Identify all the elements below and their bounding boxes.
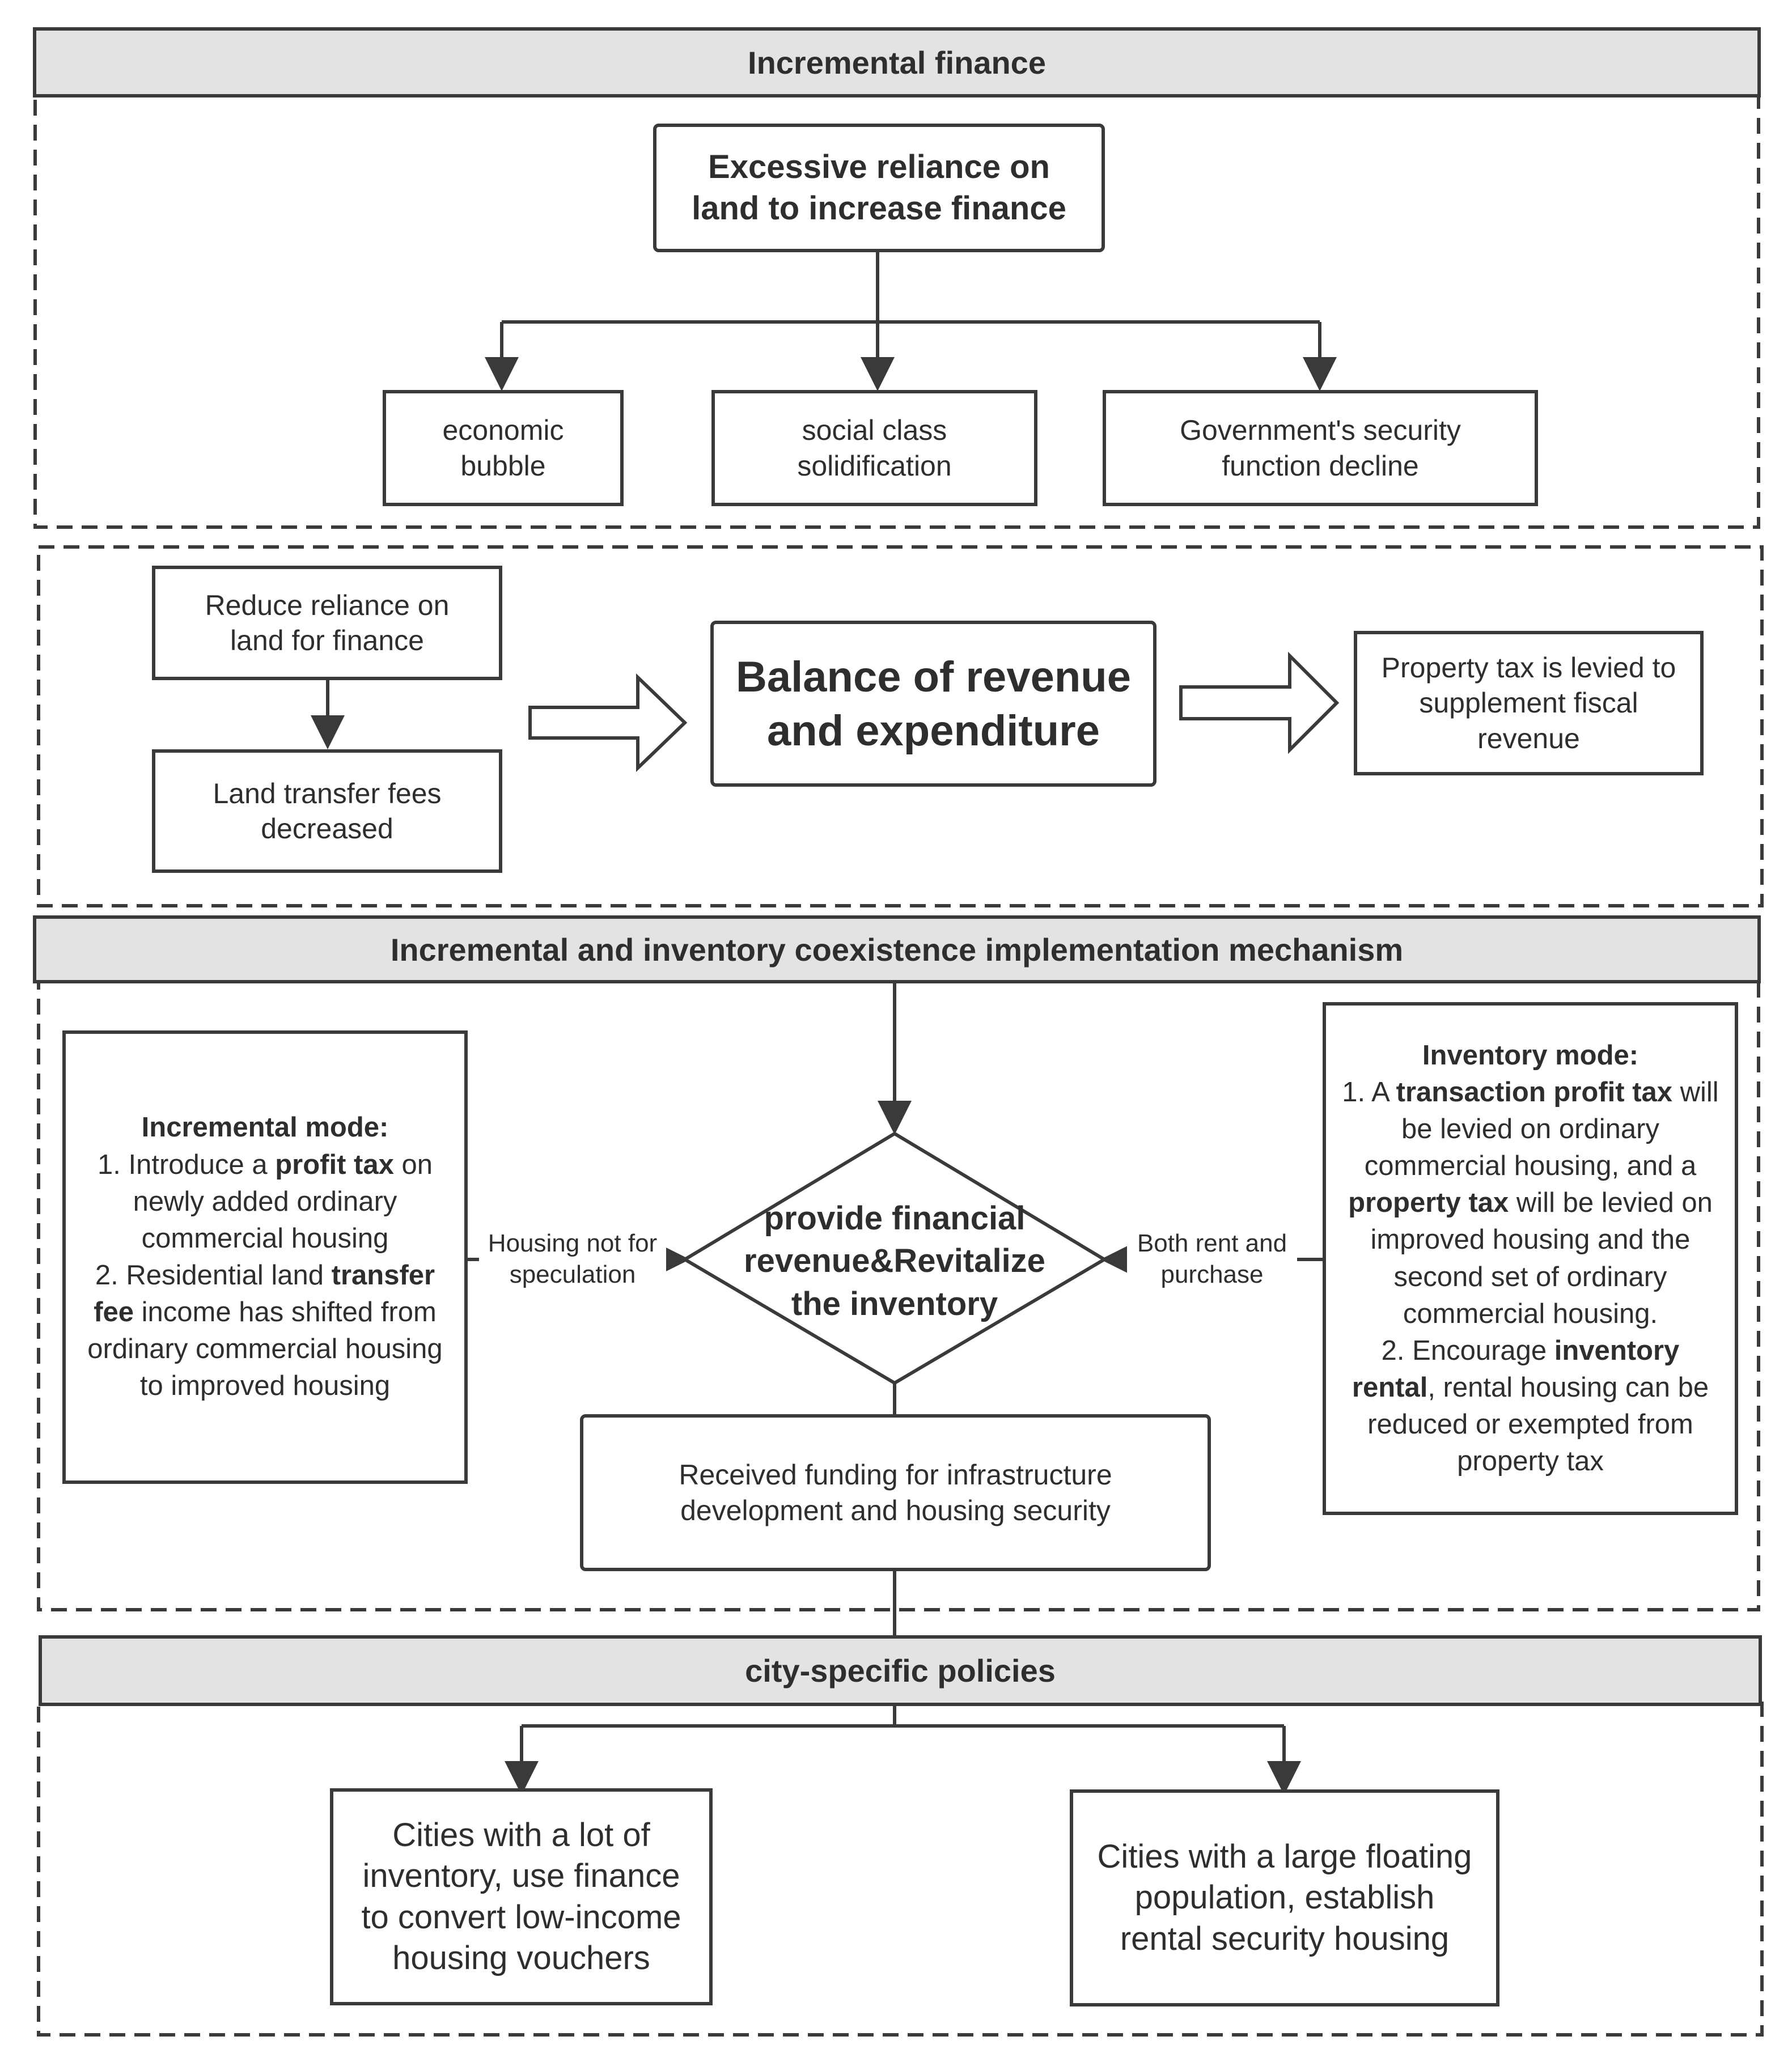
- diamond-label: provide financial revenue&Revitalize the…: [744, 1200, 1045, 1322]
- incremental-mode-item-1: 1. Introduce a profit tax on newly added…: [82, 1147, 448, 1257]
- city-inventory-node: Cities with a lot of inventory, use fina…: [330, 1788, 713, 2005]
- incremental-mode-title: Incremental mode:: [141, 1112, 389, 1143]
- section-title: Incremental finance: [748, 44, 1046, 80]
- text-run: on newly added ordinary commercial housi…: [133, 1149, 433, 1254]
- text-run: 2. Encourage: [1381, 1335, 1554, 1366]
- text-run-bold: transfer fee: [94, 1260, 435, 1328]
- funding-node: Received funding for infrastructure deve…: [580, 1414, 1211, 1571]
- decision-diamond: [681, 1131, 1108, 1385]
- effect-label: social class solidification: [797, 414, 952, 482]
- section-city-policies: city-specific policies: [39, 1635, 1762, 1706]
- effect-node-bubble: economic bubble: [383, 390, 624, 506]
- text-run: income has shifted from ordinary commerc…: [87, 1297, 443, 1402]
- reduce-reliance-node: Reduce reliance on land for finance: [152, 566, 502, 680]
- root-node: Excessive reliance on land to increase f…: [653, 124, 1105, 252]
- text-run: 2. Residential land: [95, 1260, 332, 1291]
- incremental-mode-box: Incremental mode: 1. Introduce a profit …: [62, 1030, 468, 1484]
- dashed-frame-cities: [37, 1702, 1764, 2037]
- section-title: Incremental and inventory coexistence im…: [390, 931, 1404, 968]
- hollow-arrow-left: [528, 673, 688, 773]
- balance-node: Balance of revenue and expenditure: [710, 621, 1156, 787]
- text-run: , rental housing can be reduced or exemp…: [1367, 1372, 1709, 1477]
- incremental-mode-item-2: 2. Residential land transfer fee income …: [82, 1257, 448, 1405]
- effect-label: Government's security function decline: [1180, 414, 1461, 482]
- text-run: will be levied on improved housing and t…: [1370, 1187, 1713, 1329]
- effect-label: economic bubble: [442, 414, 564, 482]
- reduce-reliance-label: Reduce reliance on land for finance: [205, 589, 450, 657]
- land-fees-node: Land transfer fees decreased: [152, 749, 502, 873]
- text-run-bold: profit tax: [275, 1149, 394, 1180]
- section-mechanism: Incremental and inventory coexistence im…: [33, 915, 1761, 983]
- section-title: city-specific policies: [745, 1653, 1056, 1689]
- inventory-mode-box: Inventory mode: 1. A transaction profit …: [1323, 1002, 1738, 1515]
- dashed-frame-balance: [37, 545, 1764, 907]
- left-connector-label: Housing not for speculation: [479, 1228, 666, 1290]
- text-run-bold: inventory rental: [1352, 1335, 1680, 1403]
- city-floating-node: Cities with a large floating population,…: [1070, 1789, 1499, 2006]
- hollow-arrow-right: [1179, 651, 1340, 754]
- text-run: 1. Introduce a: [97, 1149, 276, 1180]
- section-incremental-finance: Incremental finance: [33, 27, 1761, 97]
- city-floating-label: Cities with a large floating population,…: [1097, 1838, 1472, 1957]
- effect-node-security: Government's security function decline: [1103, 390, 1538, 506]
- city-inventory-label: Cities with a lot of inventory, use fina…: [361, 1816, 681, 1977]
- inventory-mode-item-1: 1. A transaction profit tax will be levi…: [1336, 1074, 1725, 1333]
- inventory-mode-item-2: 2. Encourage inventory rental, rental ho…: [1336, 1333, 1725, 1480]
- root-node-label: Excessive reliance on land to increase f…: [692, 149, 1066, 227]
- right-connector-label: Both rent and purchase: [1127, 1228, 1297, 1290]
- effect-node-social: social class solidification: [711, 390, 1037, 506]
- text-run: 1. A: [1342, 1076, 1396, 1108]
- inventory-mode-title: Inventory mode:: [1422, 1040, 1639, 1071]
- text-run-bold: property tax: [1348, 1187, 1509, 1219]
- property-tax-label: Property tax is levied to supplement fis…: [1381, 651, 1676, 754]
- text-run: will be levied on ordinary commercial ho…: [1364, 1076, 1719, 1182]
- property-tax-node: Property tax is levied to supplement fis…: [1354, 631, 1704, 775]
- balance-label: Balance of revenue and expenditure: [736, 652, 1131, 755]
- land-fees-label: Land transfer fees decreased: [213, 777, 442, 845]
- text-run-bold: transaction profit tax: [1396, 1076, 1673, 1108]
- funding-label: Received funding for infrastructure deve…: [679, 1459, 1112, 1526]
